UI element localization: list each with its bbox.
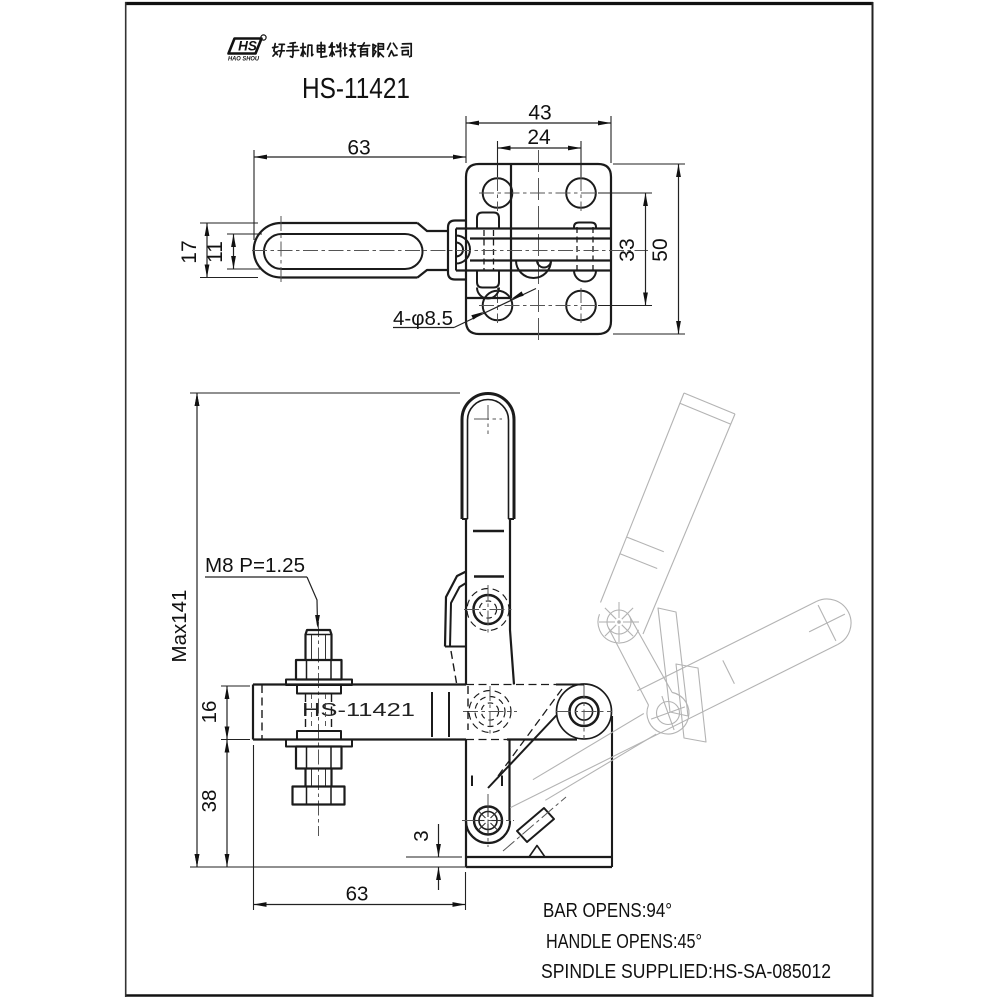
svg-text:50: 50 <box>649 238 672 261</box>
svg-text:38: 38 <box>198 790 221 813</box>
svg-text:M8 P=1.25: M8 P=1.25 <box>205 554 305 577</box>
svg-text:63: 63 <box>346 883 369 906</box>
svg-text:HANDLE OPENS:45°: HANDLE OPENS:45° <box>546 931 702 953</box>
svg-text:33: 33 <box>616 238 639 261</box>
svg-text:17: 17 <box>178 240 201 263</box>
svg-text:63: 63 <box>347 137 370 160</box>
svg-text:11: 11 <box>204 241 227 263</box>
svg-text:HS-11421: HS-11421 <box>302 73 410 105</box>
svg-text:HS-11421: HS-11421 <box>302 699 415 720</box>
svg-text:3: 3 <box>410 830 433 841</box>
svg-text:SPINDLE SUPPLIED:HS-SA-085012: SPINDLE SUPPLIED:HS-SA-085012 <box>541 961 831 983</box>
svg-text:BAR OPENS:94°: BAR OPENS:94° <box>543 900 672 922</box>
svg-text:HS: HS <box>238 39 257 54</box>
svg-text:4-φ8.5: 4-φ8.5 <box>393 307 453 330</box>
svg-text:24: 24 <box>527 126 551 149</box>
svg-text:16: 16 <box>198 701 221 724</box>
svg-text:43: 43 <box>528 102 551 125</box>
svg-text:HAO SHOU: HAO SHOU <box>228 56 259 63</box>
svg-text:Max141: Max141 <box>168 590 191 663</box>
